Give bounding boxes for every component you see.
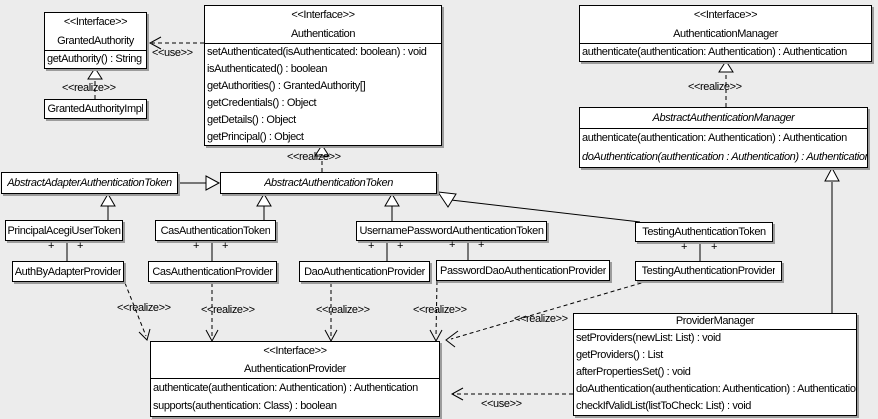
class-testing-authentication-token[interactable]: TestingAuthenticationToken — [635, 222, 773, 242]
assoc-end-plus: + — [48, 240, 55, 252]
class-name: DaoAuthenticationProvider — [304, 265, 425, 278]
gen-arrow-providermanager — [824, 166, 840, 313]
use-label: <<use>> — [152, 47, 193, 59]
class-authentication-manager[interactable]: <<Interface>> AuthenticationManager auth… — [579, 5, 872, 62]
class-name: GrantedAuthority — [57, 35, 134, 47]
class-name: AuthenticationProvider — [244, 363, 346, 375]
class-name: ProviderManager — [675, 315, 755, 327]
class-abstract-adapter-authentication-token[interactable]: AbstractAdapterAuthenticationToken — [1, 172, 178, 194]
assoc-end-plus: + — [77, 240, 84, 252]
assoc-end-plus: + — [449, 239, 456, 251]
class-auth-by-adapter-provider[interactable]: AuthByAdapterProvider — [12, 261, 124, 282]
class-name: TestingAuthenticationProvider — [641, 265, 776, 277]
class-username-password-authentication-token[interactable]: UsernamePasswordAuthenticationToken — [356, 221, 547, 241]
gen-arrow-castoken — [256, 193, 272, 220]
realize-label: <<realize>> — [117, 302, 171, 314]
class-password-dao-authentication-provider[interactable]: PasswordDaoAuthenticationProvider — [436, 260, 610, 281]
method: getProviders() : List — [576, 349, 663, 361]
stereotype-label: <<Interface>> — [63, 16, 128, 28]
class-name: AuthByAdapterProvider — [14, 265, 122, 278]
class-name: TestingAuthenticationToken — [642, 226, 766, 238]
stereotype-label: <<Interface>> — [263, 345, 327, 357]
class-abstract-authentication-manager[interactable]: AbstractAuthenticationManager authentica… — [579, 107, 868, 168]
method: checkIfValidList(listToCheck: List) : vo… — [576, 400, 751, 412]
class-name: CasAuthenticationToken — [160, 224, 271, 237]
method: setAuthenticated(isAuthenticated: boolea… — [207, 46, 427, 58]
realize-label: <<realize>> — [201, 304, 255, 316]
method: authenticate(authentication: Authenticat… — [582, 132, 847, 144]
class-authentication[interactable]: <<Interface>> Authentication setAuthenti… — [204, 5, 442, 146]
realize-label: <<realize>> — [287, 151, 341, 163]
class-testing-authentication-provider[interactable]: TestingAuthenticationProvider — [635, 261, 782, 281]
class-name: GrantedAuthorityImpl — [47, 103, 144, 115]
realize-label: <<realize>> — [688, 81, 742, 93]
method: setProviders(newList: List) : void — [576, 332, 721, 344]
realize-label: <<realize>> — [62, 82, 116, 94]
method: getAuthority() : String — [47, 53, 142, 65]
assoc-end-plus: + — [397, 240, 404, 252]
assoc-end-plus: + — [711, 241, 718, 253]
method: afterPropertiesSet() : void — [576, 366, 691, 378]
gen-arrow-usernametoken — [384, 193, 400, 221]
assoc-end-plus: + — [193, 240, 200, 252]
use-arrow-providermanager-authenticationprovider — [450, 387, 573, 401]
method: getAuthorities() : GrantedAuthority[] — [207, 80, 366, 92]
assoc-end-plus: + — [478, 239, 485, 251]
class-cas-authentication-token[interactable]: CasAuthenticationToken — [155, 220, 276, 241]
class-granted-authority-impl[interactable]: GrantedAuthorityImpl — [44, 99, 147, 119]
class-principal-acegi-user-token[interactable]: PrincipalAcegiUserToken — [5, 220, 123, 241]
class-provider-manager[interactable]: ProviderManager setProviders(newList: Li… — [573, 313, 857, 416]
class-abstract-authentication-token[interactable]: AbstractAuthenticationToken — [220, 172, 437, 194]
realize-arrow-abstracttoken-authentication — [314, 144, 330, 172]
method: doAuthentication(authentication: Authent… — [576, 383, 856, 395]
stereotype-label: <<Interface>> — [693, 9, 758, 21]
method: getCredentials() : Object — [207, 97, 317, 109]
realize-arrow-authbyadapterprovider — [124, 282, 151, 341]
realize-label: <<realize>> — [514, 313, 568, 325]
class-name: UsernamePasswordAuthenticationToken — [359, 225, 544, 237]
realize-arrow-abstractmanager-manager — [718, 60, 734, 107]
method: supports(authentication: Class) : boolea… — [153, 400, 337, 412]
gen-arrow-principaltoken — [100, 193, 116, 220]
assoc-end-plus: + — [222, 240, 229, 252]
assoc-end-plus: + — [368, 240, 375, 252]
method: authenticate(authentication: Authenticat… — [153, 382, 418, 394]
class-dao-authentication-provider[interactable]: DaoAuthenticationProvider — [299, 261, 430, 282]
method: isAuthenticated() : boolean — [207, 63, 328, 75]
class-authentication-provider[interactable]: <<Interface>> AuthenticationProvider aut… — [150, 341, 440, 417]
method: getDetails() : Object — [207, 114, 296, 126]
class-name: AbstractAdapterAuthenticationToken — [7, 177, 172, 189]
realize-label: <<realize>> — [413, 304, 467, 316]
method-abstract: doAuthentication(authentication : Authen… — [582, 151, 867, 163]
class-name: AbstractAuthenticationToken — [264, 177, 393, 189]
gen-arrow-testingtoken — [436, 191, 641, 223]
method: getPrincipal() : Object — [207, 131, 304, 143]
gen-arrow-adaptertoken-abstracttoken — [178, 175, 221, 191]
class-name: PrincipalAcegiUserToken — [7, 224, 121, 237]
class-granted-authority[interactable]: <<Interface>> GrantedAuthority getAuthor… — [44, 12, 147, 69]
use-label: <<use>> — [481, 398, 522, 410]
class-name: Authentication — [290, 28, 356, 40]
assoc-end-plus: + — [681, 241, 688, 253]
class-name: AbstractAuthenticationManager — [652, 112, 795, 124]
use-arrow-authentication-grantedauthority — [148, 36, 204, 50]
method: authenticate(authentication: Authenticat… — [582, 46, 847, 58]
stereotype-label: <<Interface>> — [291, 9, 355, 21]
class-name: CasAuthenticationProvider — [152, 265, 273, 278]
realize-label: <<realize>> — [316, 304, 370, 316]
realize-arrow-testingprovider — [445, 280, 649, 348]
class-name: PasswordDaoAuthenticationProvider — [440, 264, 606, 277]
realize-arrow-grantedauthorityimpl — [87, 67, 103, 99]
class-cas-authentication-provider[interactable]: CasAuthenticationProvider — [148, 261, 277, 282]
class-name: AuthenticationManager — [673, 28, 778, 40]
